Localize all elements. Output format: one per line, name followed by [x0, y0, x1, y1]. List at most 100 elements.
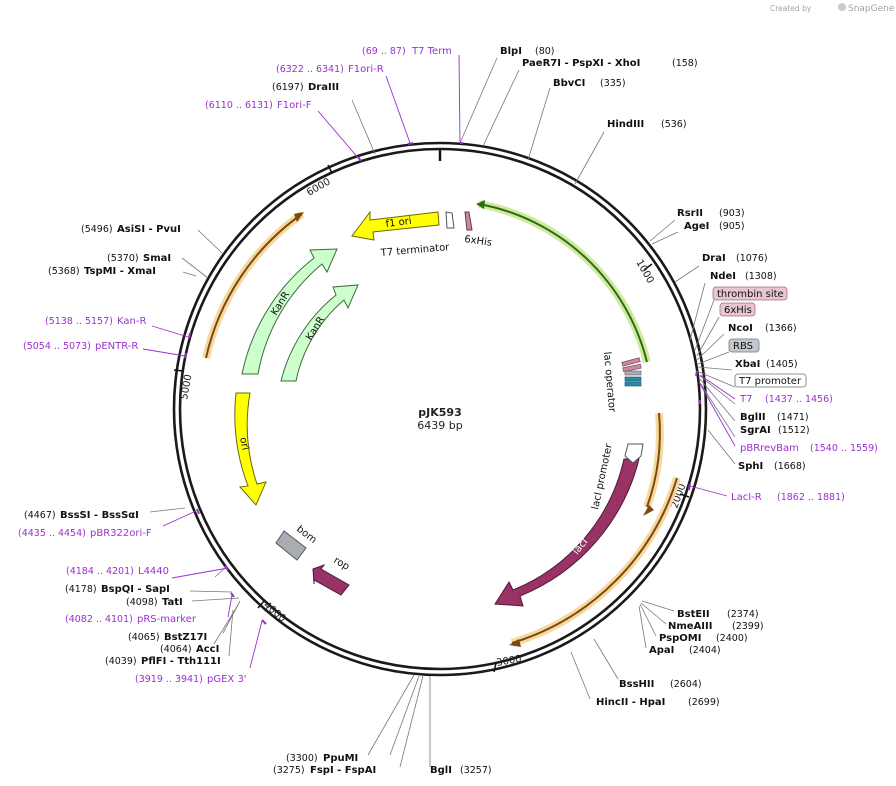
f1ori-r-label[interactable]: F1ori-R: [348, 64, 384, 75]
laci-promoter-feature[interactable]: [624, 443, 644, 464]
bstz17i-label[interactable]: BstZ17I: [164, 632, 207, 643]
t7-term-pos: (69 .. 87): [362, 46, 406, 57]
bsssi-pos: (4467): [24, 510, 56, 521]
bsteii-label[interactable]: BstEII: [677, 609, 710, 620]
asisi-label[interactable]: AsiSI - PvuI: [117, 224, 181, 235]
orf-1[interactable]: [646, 412, 661, 508]
hindiii-label[interactable]: HindIII: [607, 119, 644, 130]
sgrai-pos: (1512): [778, 425, 810, 436]
agei-label[interactable]: AgeI: [684, 221, 709, 232]
backbone-inner: [178, 147, 702, 671]
tati-pos: (4098): [126, 597, 158, 608]
pbr322-label[interactable]: pBR322ori-F: [90, 528, 152, 539]
pflfi-label[interactable]: PflFI - Tth111I: [141, 656, 221, 667]
laci-r-pos: (1862 .. 1881): [777, 492, 845, 503]
fspi-label[interactable]: FspI - FspAI: [310, 765, 376, 776]
drai-label[interactable]: DraI: [702, 253, 726, 264]
tick-1000: 1000: [633, 258, 655, 286]
bsteii-pos: (2374): [727, 609, 759, 620]
tick-3000: 3000: [496, 654, 523, 669]
pentr-r-label[interactable]: pENTR-R: [95, 341, 138, 352]
apai-label[interactable]: ApaI: [649, 645, 674, 656]
t7-label[interactable]: T7: [739, 394, 752, 405]
ncoi-label[interactable]: NcoI: [728, 323, 753, 334]
paer7i-group-label[interactable]: PaeR7I - PspXI - XhoI: [522, 58, 640, 69]
xbai-label[interactable]: XbaI: [735, 359, 760, 370]
pbr322-pos: (4435 .. 4454): [18, 528, 86, 539]
rbs-box[interactable]: [728, 338, 760, 353]
t7-pos: (1437 .. 1456): [765, 394, 833, 405]
bspqi-pos: (4178): [65, 584, 97, 595]
asisi-pos: (5496): [81, 224, 113, 235]
drai-pos: (1076): [736, 253, 768, 264]
nmeaiii-label[interactable]: NmeAIII: [668, 621, 712, 632]
laci-r-label[interactable]: LacI-R: [731, 492, 762, 503]
orf-3[interactable]: [205, 213, 303, 359]
bsssi-label[interactable]: BssSI - BssSαI: [60, 510, 139, 521]
bgli-label[interactable]: BglI: [430, 765, 452, 776]
smai-label[interactable]: SmaI: [143, 253, 171, 264]
green-orf-highlight: [478, 200, 651, 363]
prs-label[interactable]: pRS-marker: [137, 614, 197, 625]
t7-promoter-box[interactable]: [734, 373, 807, 388]
sphi-pos: (1668): [774, 461, 806, 472]
pspomi-label[interactable]: PspOMI: [659, 633, 701, 644]
green-orf[interactable]: [478, 203, 648, 363]
rsrii-pos: (903): [719, 208, 745, 219]
pgex-label[interactable]: pGEX 3': [207, 674, 247, 685]
his6-box[interactable]: [719, 302, 756, 317]
laci-feature[interactable]: [494, 458, 640, 607]
sphi-label[interactable]: SphI: [738, 461, 763, 472]
hincii-pos: (2699): [688, 697, 720, 708]
rsrii-label[interactable]: RsrII: [677, 208, 703, 219]
bom-feature[interactable]: [275, 530, 307, 561]
f1-ori-feature[interactable]: [351, 210, 440, 241]
kanr-feature-outer[interactable]: [241, 248, 338, 375]
f1ori-f-label[interactable]: F1ori-F: [277, 100, 312, 111]
rop-label: rop: [332, 555, 352, 573]
t7-terminator-label: T7 terminator: [379, 242, 450, 259]
tspmi-label[interactable]: TspMI - XmaI: [84, 266, 156, 277]
ori-feature[interactable]: [234, 392, 267, 506]
pflfi-pos: (4039): [105, 656, 137, 667]
his-tag-feature[interactable]: [464, 211, 473, 231]
tspmi-pos: (5368): [48, 266, 80, 277]
kan-r-label[interactable]: Kan-R: [117, 316, 146, 327]
prs-pos: (4082 .. 4101): [65, 614, 133, 625]
rbs-label: RBS: [733, 341, 753, 352]
ndei-label[interactable]: NdeI: [710, 271, 736, 282]
f1-ori-label: f1 ori: [385, 216, 412, 230]
f1ori-r-pos: (6322 .. 6341): [276, 64, 344, 75]
bglii-label[interactable]: BglII: [740, 412, 766, 423]
ori-label: ori: [237, 436, 250, 451]
t7-term-label[interactable]: T7 Term: [411, 46, 452, 57]
promoter-cluster[interactable]: [621, 357, 642, 387]
agei-pos: (905): [719, 221, 745, 232]
tati-label[interactable]: TatI: [162, 597, 183, 608]
thrombin-site-label: thrombin site: [717, 289, 784, 300]
bglii-pos: (1471): [777, 412, 809, 423]
hincii-label[interactable]: HincII - HpaI: [596, 697, 665, 708]
nmeaiii-pos: (2399): [732, 621, 764, 632]
draiii-label[interactable]: DraIII: [308, 82, 339, 93]
sgrai-label[interactable]: SgrAI: [740, 425, 771, 436]
primer-lines: [142, 54, 736, 669]
thrombin-site-box[interactable]: [712, 286, 788, 301]
rop-feature[interactable]: [312, 563, 350, 596]
ppumi-label[interactable]: PpuMI: [323, 753, 358, 764]
bbvci-label[interactable]: BbvCI: [553, 78, 585, 89]
kanr-feature-inner[interactable]: [280, 284, 359, 382]
acci-label[interactable]: AccI: [196, 644, 219, 655]
orf-2[interactable]: [511, 477, 678, 644]
l4440-label[interactable]: L4440: [138, 566, 169, 577]
lac-operator-label: lac operator: [601, 351, 617, 413]
bsshii-label[interactable]: BssHII: [619, 679, 654, 690]
xbai-pos: (1405): [766, 359, 798, 370]
t7-terminator-feature[interactable]: [445, 211, 455, 229]
draiii-pos: (6197): [272, 82, 304, 93]
acci-pos: (4064): [160, 644, 192, 655]
pbrrevbam-label[interactable]: pBRrevBam: [740, 443, 799, 454]
blpi-label[interactable]: BlpI: [500, 46, 522, 57]
bspqi-label[interactable]: BspQI - SapI: [101, 584, 170, 595]
bstz17i-pos: (4065): [128, 632, 160, 643]
